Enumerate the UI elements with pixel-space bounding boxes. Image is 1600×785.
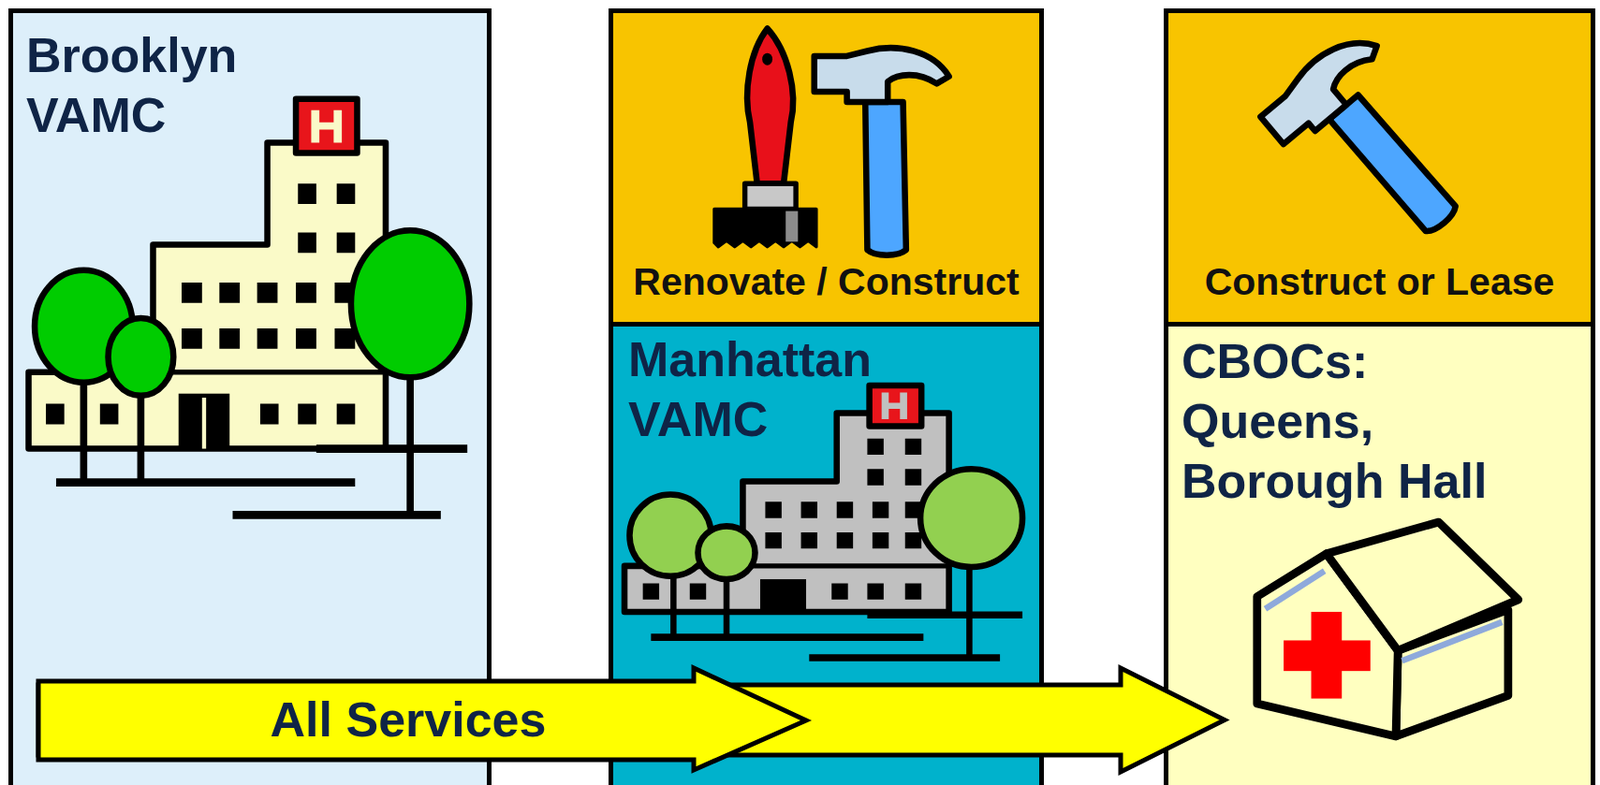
- action-header: Renovate / Construct: [608, 8, 1044, 327]
- node-label: Manhattan VAMC: [628, 330, 928, 451]
- node-label: CBOCs: Queens, Borough Hall: [1181, 332, 1538, 513]
- node-label: Renovate / Construct: [613, 259, 1040, 306]
- facility-box: Brooklyn VAMC: [8, 8, 492, 785]
- arrow-label: All Services: [270, 691, 547, 749]
- block-arrow: [38, 668, 807, 771]
- action-header: Construct or Lease: [1163, 8, 1596, 327]
- block-arrow: [38, 668, 1225, 773]
- clinic-box: CBOCs: Queens, Borough Hall: [1163, 322, 1596, 785]
- node-label: Construct or Lease: [1168, 259, 1591, 306]
- node-label: Brooklyn VAMC: [26, 26, 326, 147]
